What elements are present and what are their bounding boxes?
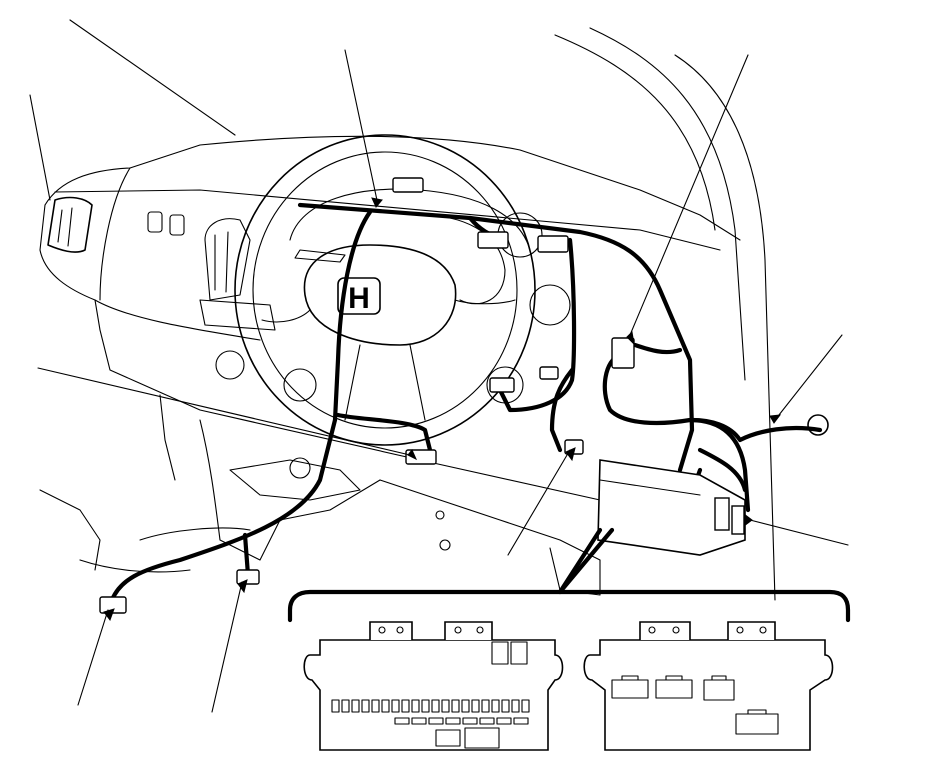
connector-a-pillar (611, 337, 635, 369)
fuse-box-detail-left (303, 621, 564, 751)
grommet (807, 414, 829, 436)
connector-audio (539, 366, 559, 380)
callout-bracket (287, 527, 851, 623)
windshield-outline (69, 19, 776, 601)
under-dash-fuse-box (597, 459, 746, 556)
relay-row (394, 717, 529, 725)
fuse-row (331, 699, 530, 713)
connector-right-cluster (537, 235, 569, 253)
connector-top (392, 177, 424, 193)
steering-emblem: H (348, 282, 370, 315)
fuse-box-detail-right (583, 621, 834, 751)
dashboard (29, 94, 741, 596)
connector-console (236, 569, 260, 585)
connector-cluster (477, 231, 509, 249)
steering-wheel: H (234, 134, 536, 446)
connector-lower-cluster (489, 377, 515, 393)
leader-lines (37, 49, 849, 713)
